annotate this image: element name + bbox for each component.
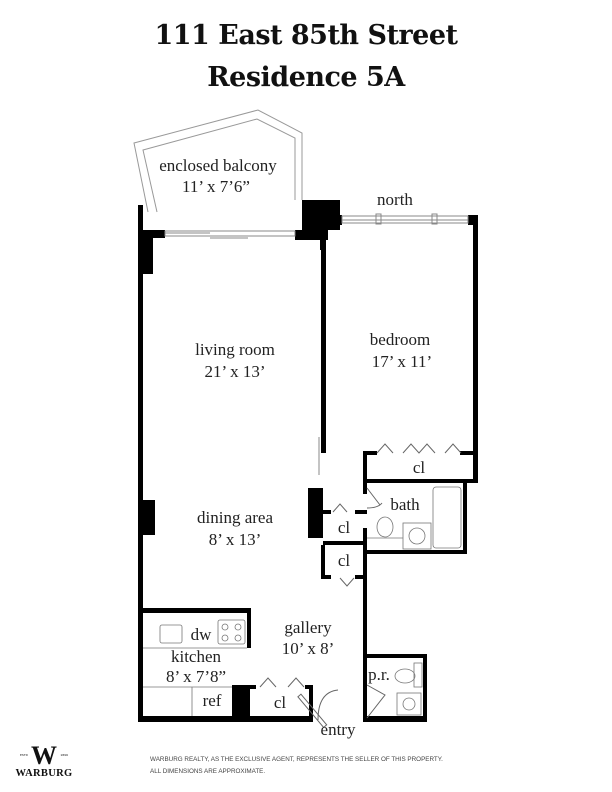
disclaimer: WARBURG REALTY, AS THE EXCLUSIVE AGENT, … — [150, 754, 443, 778]
bedroom-size: 17’ x 11’ — [372, 352, 432, 371]
logo-name: WARBURG — [15, 768, 73, 779]
gallery-size: 10’ x 8’ — [282, 639, 335, 658]
closet-label: cl — [338, 518, 351, 537]
bath-sink — [402, 522, 432, 550]
kitchen-sink — [159, 624, 183, 644]
dishwasher-label: dw — [191, 625, 213, 644]
balcony-size: 11’ x 7’6” — [182, 177, 250, 196]
bath-label: bath — [390, 495, 420, 514]
bathtub — [432, 486, 462, 549]
bath-toilet — [376, 516, 394, 538]
disclaimer-line-2: ALL DIMENSIONS ARE APPROXIMATE. — [150, 768, 266, 775]
windows — [164, 213, 469, 475]
living-room-size: 21’ x 13’ — [204, 362, 265, 381]
balcony-outline — [133, 109, 303, 213]
bedroom-label: bedroom — [370, 330, 430, 349]
stove — [217, 619, 246, 645]
closet-label: cl — [338, 551, 351, 570]
kitchen-size: 8’ x 7’8” — [166, 667, 226, 686]
doors — [259, 443, 462, 729]
logo-mark: W — [31, 741, 57, 770]
north-label: north — [377, 190, 413, 209]
logo-est-left: ESTD — [20, 753, 28, 757]
walls — [138, 200, 478, 722]
room-labels: enclosed balcony 11’ x 7’6” north living… — [159, 156, 432, 739]
kitchen-label: kitchen — [171, 647, 222, 666]
disclaimer-line-1: WARBURG REALTY, AS THE EXCLUSIVE AGENT, … — [150, 756, 443, 763]
balcony-label: enclosed balcony — [159, 156, 277, 175]
fixtures — [143, 486, 462, 716]
pr-sink — [396, 692, 422, 716]
living-room-label: living room — [195, 340, 275, 359]
residence-title: Residence 5A — [207, 62, 405, 93]
refrigerator-label: ref — [203, 691, 222, 710]
entry-label: entry — [321, 720, 356, 739]
dining-area-label: dining area — [197, 508, 273, 527]
dining-area-size: 8’ x 13’ — [209, 530, 262, 549]
address-title: 111 East 85th Street — [154, 20, 458, 51]
pr-toilet — [394, 668, 416, 684]
bedroom-closet-label: cl — [413, 458, 426, 477]
closet-label: cl — [274, 693, 287, 712]
gallery-label: gallery — [284, 618, 332, 637]
logo-est-right: 1896 — [60, 753, 68, 757]
warburg-logo: ESTD W 1896 WARBURG — [14, 741, 74, 780]
powder-room-label: p.r. — [368, 665, 390, 684]
